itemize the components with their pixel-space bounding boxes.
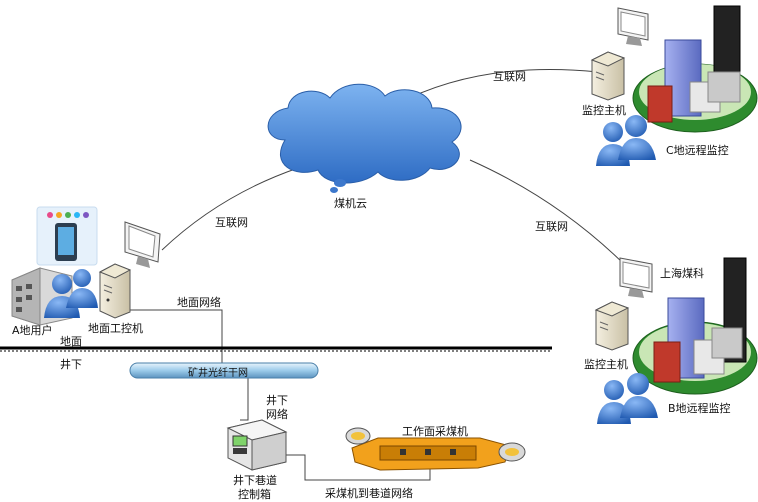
cabinet-label-1: 井下巷道	[233, 474, 277, 487]
b-host-label: 监控主机	[584, 358, 628, 371]
c-host-label: 监控主机	[582, 104, 626, 117]
underground-net-label-2: 网络	[266, 408, 288, 421]
link-cloud-to-b	[469, 159, 629, 269]
shearer-label: 工作面采煤机	[402, 425, 468, 438]
c-monitor-icon	[617, 7, 649, 46]
b-tower-3	[653, 341, 681, 383]
connections	[130, 68, 629, 481]
underground-label: 井下	[60, 358, 82, 371]
a-users-icon	[44, 269, 98, 318]
c-host-case-icon	[590, 51, 626, 101]
ground-pc-case-icon	[98, 263, 132, 319]
ground-pc-label: 地面工控机	[88, 322, 143, 335]
link-ground-network	[130, 309, 223, 370]
fiber-backbone	[129, 362, 319, 379]
c-site-group	[632, 5, 758, 133]
cloud-label: 煤机云	[334, 197, 367, 210]
fiber-label: 矿井光纤干网	[188, 368, 248, 379]
shanghai-label: 上海煤科	[660, 267, 704, 280]
link-pc-to-cloud	[161, 167, 299, 251]
internet-label-left: 互联网	[215, 216, 248, 229]
b-tower-5	[711, 327, 743, 359]
c-tower-5	[707, 71, 741, 103]
b-site-group	[632, 257, 758, 395]
surface-label: 地面	[60, 335, 82, 348]
b-monitor-icon	[619, 257, 653, 298]
b-users-icon	[597, 373, 658, 424]
link-fiber-to-cabinet	[240, 378, 249, 421]
cabinet-label-2: 控制箱	[238, 488, 271, 501]
a-user-label: A地用户	[12, 324, 53, 337]
c-site-label: C地远程监控	[666, 144, 729, 157]
surface-line	[0, 346, 552, 352]
ground-net-label: 地面网络	[177, 296, 221, 309]
internet-label-right: 互联网	[535, 220, 568, 233]
underground-net-label-1: 井下	[266, 394, 288, 407]
coal-machine-cloud	[267, 83, 462, 193]
ground-pc-monitor-icon	[124, 221, 161, 268]
internet-label-top: 互联网	[493, 70, 526, 83]
b-site-label: B地远程监控	[668, 402, 731, 415]
roadway-control-box-icon	[226, 419, 288, 471]
link-cabinet-to-shearer	[280, 454, 431, 481]
mobile-app-icon	[36, 206, 98, 266]
c-tower-3	[647, 85, 673, 123]
c-users-icon	[596, 115, 656, 166]
b-host-case-icon	[594, 301, 630, 351]
shearer-net-label: 采煤机到巷道网络	[325, 487, 413, 500]
shearer-icon	[345, 427, 526, 471]
